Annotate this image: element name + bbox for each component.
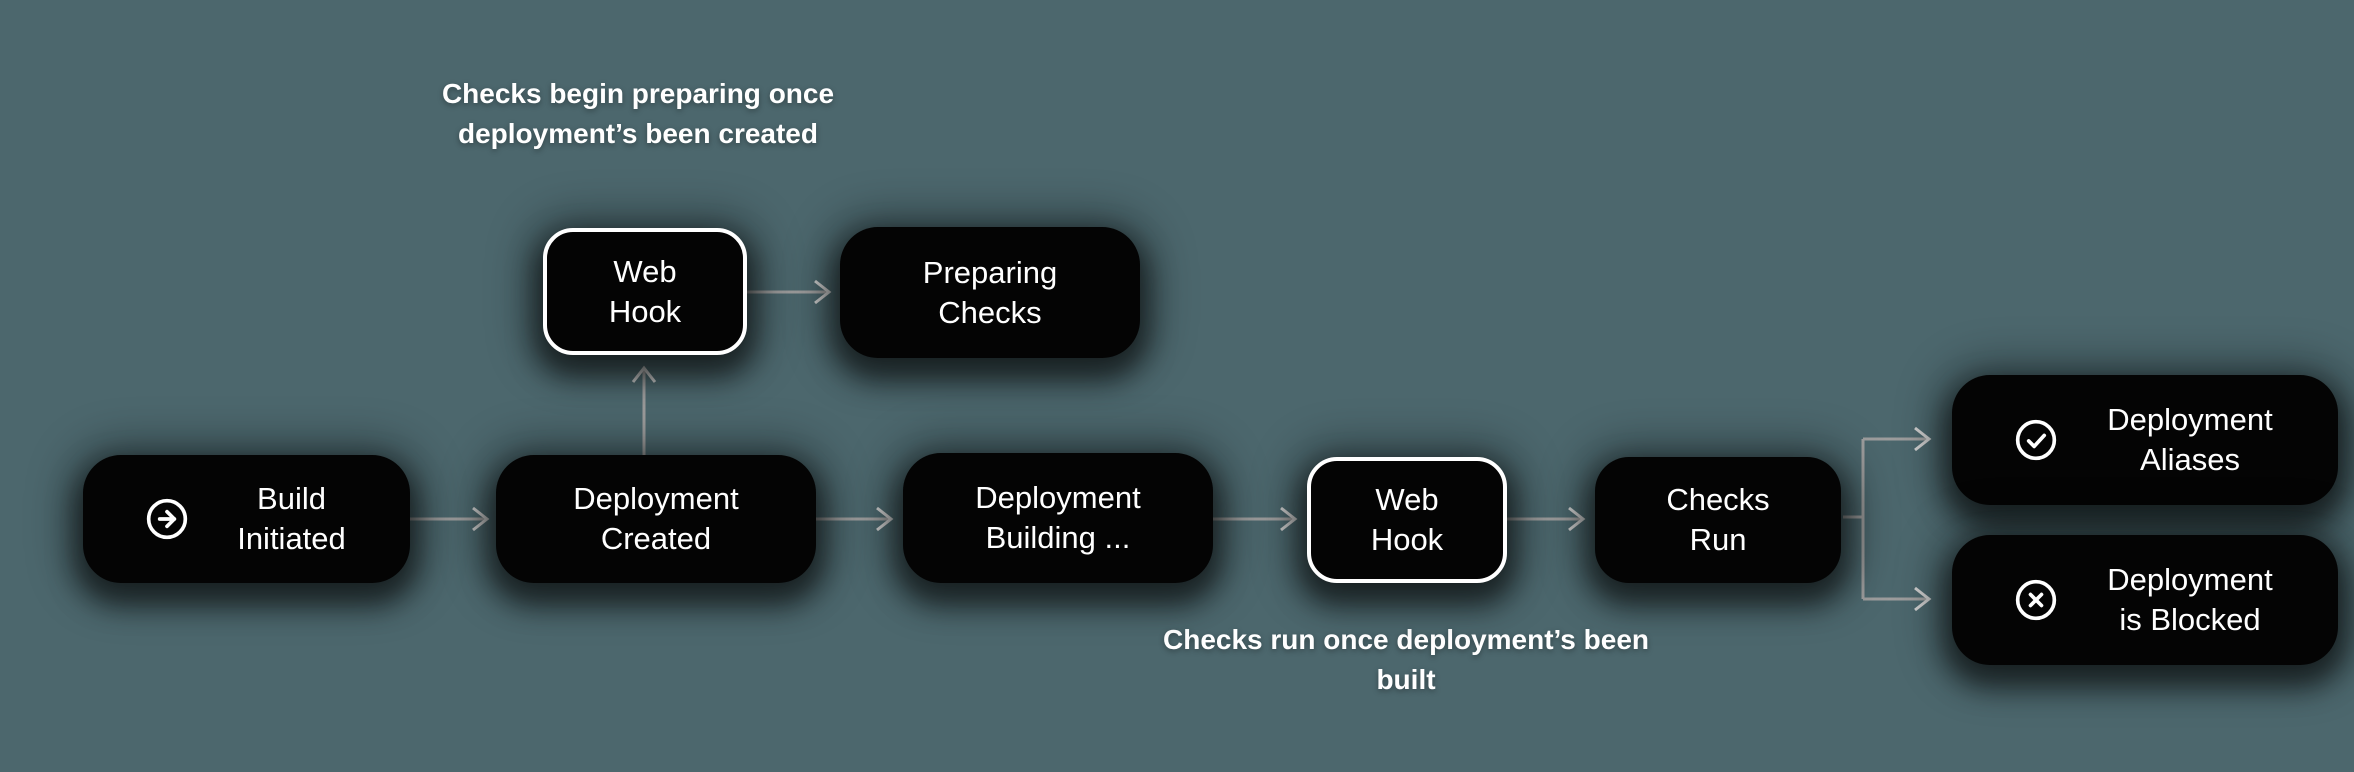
annotation-line: been created [645,118,818,149]
node-label: Checks Run [1666,482,1770,557]
node-deployment-building: Deployment Building ... [903,453,1213,583]
annotation-line: Checks begin preparing [441,78,761,109]
node-preparing-checks: Preparing Checks [840,227,1140,358]
node-label: Web Hook [1370,482,1444,557]
arrow-created-to-webhook-up [631,365,657,455]
arrow-building-to-webhook [1213,506,1298,532]
check-circle-icon [2014,418,2058,462]
node-label: Deployment Building ... [975,480,1141,555]
node-label: Deployment Created [573,481,739,556]
node-deployment-created: Deployment Created [496,455,816,583]
node-label: Deployment is Blocked [2107,562,2273,637]
annotation-line: once deployment’s [458,78,835,149]
annotation-line: deployment’s been [1396,624,1649,655]
node-checks-run: Checks Run [1595,457,1841,583]
node-label: Deployment Aliases [2107,402,2273,477]
arrow-webhook-to-checksrun [1507,506,1586,532]
arrow-created-to-building [816,506,894,532]
annotation-line: Checks run once [1163,624,1389,655]
branch-checksrun-to-results [1843,426,1932,612]
arrow-webhook-to-preparing [747,279,832,305]
annotation-checks-run-once-built: Checks run once deployment’s been built [1156,620,1656,700]
annotation-checks-begin-preparing: Checks begin preparing once deployment’s… [388,74,888,154]
annotation-line: built [1376,664,1436,695]
node-deployment-blocked: Deployment is Blocked [1952,535,2338,665]
x-circle-icon [2014,578,2058,622]
node-label: Web Hook [608,253,682,329]
arrow-build-to-created [410,506,490,532]
node-deployment-aliases: Deployment Aliases [1952,375,2338,505]
arrow-right-circle-icon [145,497,189,541]
node-web-hook-created: Web Hook [543,228,747,355]
node-build-initiated: Build Initiated [83,455,410,583]
node-label: Preparing Checks [922,254,1058,330]
node-web-hook-built: Web Hook [1307,457,1507,583]
node-label: Build Initiated [237,481,346,556]
